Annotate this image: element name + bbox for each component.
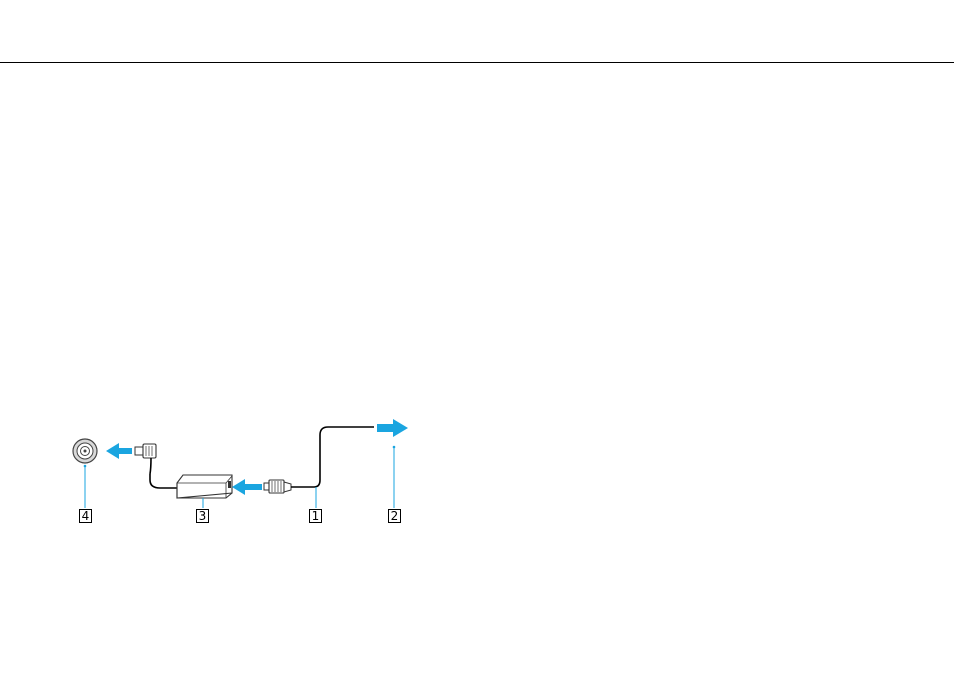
power-cord-connector-icon (264, 480, 291, 493)
arrow-to-outlet-icon (377, 419, 408, 437)
dc-in-port-icon (73, 439, 97, 463)
callout-4-label: 4 (79, 509, 92, 523)
ac-adapter-icon (177, 475, 232, 498)
callout-2-label: 2 (388, 509, 401, 523)
power-cord (291, 427, 374, 487)
dc-cable (150, 474, 177, 488)
callout-1-label: 1 (309, 509, 322, 523)
dc-plug-icon (135, 444, 156, 474)
arrow-to-port-icon (106, 443, 132, 459)
callout-3-label: 3 (196, 509, 209, 523)
arrow-to-adapter-icon (232, 479, 262, 495)
